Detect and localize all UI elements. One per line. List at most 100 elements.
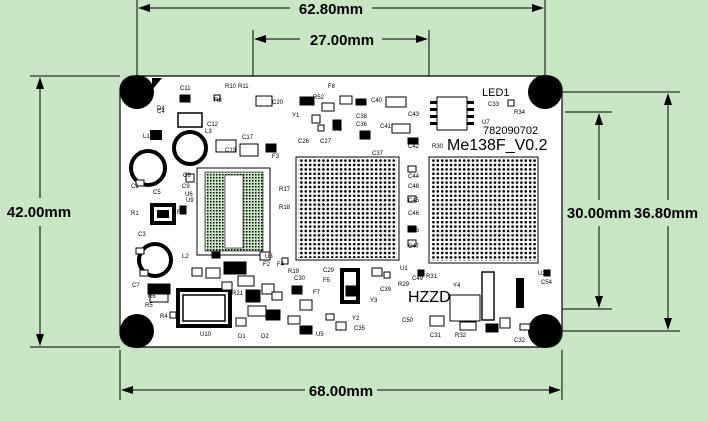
silk-label-c48: C48 xyxy=(408,184,420,190)
smd-pad xyxy=(391,123,411,134)
smd-pad xyxy=(371,267,383,277)
silk-label-c44: C44 xyxy=(408,174,420,180)
silk-label-c13: C13 xyxy=(225,148,237,154)
silk-label-f4: F4 xyxy=(277,262,285,268)
board-serial: 782090702 xyxy=(483,125,538,137)
silk-label-u9: U9 xyxy=(186,198,194,204)
silk-label-c5: C5 xyxy=(153,190,161,196)
smd-pad xyxy=(221,281,233,291)
smd-pad xyxy=(247,305,267,317)
silk-label-y4: Y4 xyxy=(453,283,461,289)
silk-label-c30: C30 xyxy=(294,276,306,282)
silk-label-c40: C40 xyxy=(371,98,383,104)
silk-label-c7: C7 xyxy=(132,283,140,289)
smd-pad xyxy=(179,205,187,215)
brand-label: HZZD xyxy=(408,289,451,306)
silk-label-r36: R36 xyxy=(408,228,420,234)
smd-pad xyxy=(255,95,273,107)
smd-pad xyxy=(281,257,289,265)
silk-label-r52: R52 xyxy=(313,95,325,101)
smd-pad xyxy=(345,285,357,297)
dimension-bottom-width xyxy=(119,350,563,400)
inductor-l2 xyxy=(137,242,173,278)
silk-label-c46: C46 xyxy=(408,211,420,217)
smd-pad xyxy=(239,143,259,157)
smd-pad xyxy=(139,269,149,277)
silk-label-r32: R32 xyxy=(455,333,467,339)
silk-label-u7: U7 xyxy=(482,120,490,126)
silk-label-l3: L3 xyxy=(205,129,212,135)
smd-pad xyxy=(287,315,301,325)
silk-label-c45: C45 xyxy=(408,198,420,204)
smd-pad xyxy=(325,313,335,321)
smd-pad xyxy=(429,315,445,327)
smd-pad xyxy=(485,323,499,333)
mounting-hole-bottom-right xyxy=(528,314,562,348)
silk-label-r6: R6 xyxy=(148,294,156,300)
inductor-l3 xyxy=(172,130,208,166)
silk-label-d1: D1 xyxy=(238,334,246,340)
silk-label-u1: U1 xyxy=(400,266,408,272)
smd-pad xyxy=(299,325,313,335)
dimension-left-height xyxy=(30,75,120,348)
silk-label-c41: C41 xyxy=(380,124,392,130)
smd-pad xyxy=(213,94,221,101)
silk-label-r19: R19 xyxy=(288,269,300,275)
smd-pad xyxy=(223,261,247,275)
silk-label-c50: C50 xyxy=(402,318,414,324)
smd-pad xyxy=(261,283,275,295)
silk-label-c12: C12 xyxy=(207,122,219,128)
smd-pad xyxy=(332,119,342,131)
silk-label-r4: R4 xyxy=(160,314,168,320)
chip-u7 xyxy=(436,96,468,131)
smd-pad xyxy=(265,143,277,153)
silk-label-c47: C47 xyxy=(408,244,420,250)
smd-pad xyxy=(499,317,511,329)
board-connector-center xyxy=(224,174,244,249)
silk-label-f5: F5 xyxy=(323,278,331,284)
smd-pad xyxy=(299,299,313,311)
chip-u10-body xyxy=(180,292,228,324)
dimension-right-outer xyxy=(555,91,680,332)
smd-pad xyxy=(245,289,261,303)
silk-label-r10: R10 xyxy=(225,84,237,90)
smd-pad xyxy=(407,239,417,247)
smd-pad xyxy=(265,309,281,321)
smd-pad xyxy=(271,291,283,301)
silk-label-y1: Y1 xyxy=(292,113,300,119)
smd-pad xyxy=(507,99,515,107)
silk-label-u10: U10 xyxy=(200,332,212,338)
silk-label-u6: U6 xyxy=(185,192,193,198)
silk-label-r3: R3 xyxy=(177,210,185,216)
smd-pad xyxy=(179,94,191,103)
silk-label-r1: R1 xyxy=(131,211,139,217)
silk-label-c9: C9 xyxy=(182,184,190,190)
dim-right-inner-label: 30.00mm xyxy=(567,205,631,222)
silk-label-f3: F3 xyxy=(272,154,280,160)
silk-label-c35: C35 xyxy=(354,326,366,332)
mounting-hole-top-right xyxy=(528,75,562,109)
smd-pad xyxy=(211,251,221,259)
smd-pad xyxy=(459,321,477,331)
silk-label-r5: R5 xyxy=(145,303,153,309)
smd-pad xyxy=(407,137,419,145)
smd-pad xyxy=(519,323,531,331)
silk-label-r17: R17 xyxy=(279,187,291,193)
pin1-marker-icon xyxy=(152,78,162,90)
silk-label-c6: C6 xyxy=(183,173,191,179)
smd-pad xyxy=(383,271,391,279)
silk-label-f9: F9 xyxy=(335,127,343,133)
smd-pad xyxy=(299,96,315,106)
dim-left-height-label: 42.00mm xyxy=(7,204,71,221)
silk-label-c29: C29 xyxy=(323,268,335,274)
bga-chip-memory-balls xyxy=(431,159,536,261)
dim-top-wide-label: 62.80mm xyxy=(299,1,363,18)
silk-label-y2: Y2 xyxy=(352,316,360,322)
silk-label-r30: R30 xyxy=(432,144,444,150)
dim-bottom-width-label: 68.00mm xyxy=(309,383,373,400)
silk-label-u2: U2 xyxy=(538,271,546,277)
smd-pad xyxy=(407,165,417,173)
silk-label-c11: C11 xyxy=(180,86,191,92)
smd-pad xyxy=(135,179,145,187)
smd-pad xyxy=(339,95,353,105)
